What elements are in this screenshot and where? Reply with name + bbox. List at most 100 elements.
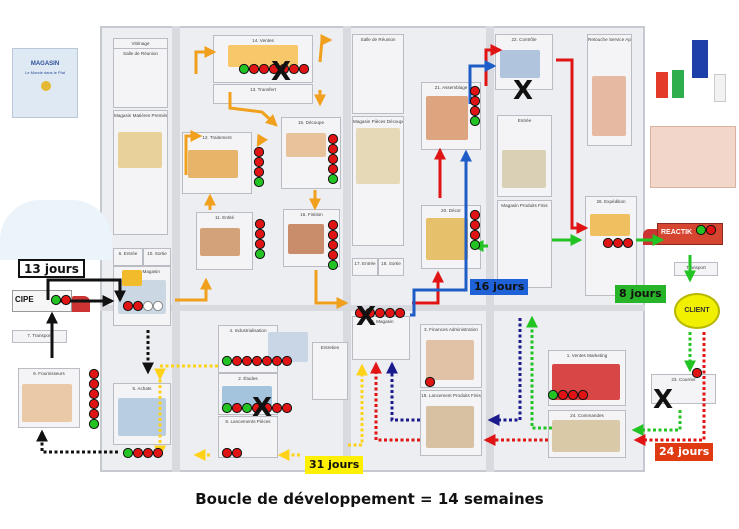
flow-arrow-orange: [175, 277, 212, 302]
room-label: 3. Finances Administration: [424, 327, 478, 332]
blocked-x-mark: X: [252, 393, 272, 423]
status-light: [254, 218, 266, 230]
status-light: [469, 105, 481, 117]
magasin-emblem: [41, 81, 51, 91]
flow-arrow-green-dotted: [631, 410, 682, 436]
room-r23: 18. Sortie: [378, 258, 404, 276]
flow-arrow-blue: [410, 149, 472, 317]
duration-tag-13: 13 jours: [18, 259, 85, 278]
room-label: 5. Achats: [132, 386, 152, 391]
status-light: [278, 63, 290, 75]
warehouse-scene: [502, 150, 546, 188]
status-light: [567, 389, 579, 401]
status-light: [695, 224, 707, 236]
supplier-scene: [22, 384, 72, 422]
status-light: [705, 224, 717, 236]
status-light: [424, 376, 436, 388]
reactik-label: REACTIK: [661, 229, 693, 236]
status-light: [238, 63, 250, 75]
status-light: [327, 229, 339, 241]
room-label: 20. Décor: [441, 208, 461, 213]
flow-arrow-red: [556, 58, 589, 234]
status-light: [327, 259, 339, 271]
status-light: [288, 63, 300, 75]
flow-arrow-red-dotted: [370, 361, 420, 442]
sales-scene: [228, 45, 298, 67]
status-light: [577, 389, 589, 401]
room-label: Magasin Pièces Découpées: [353, 119, 403, 124]
status-light: [88, 418, 100, 430]
duration-tag-31: 31 jours: [305, 456, 364, 474]
room-label: 6. Entrée: [118, 251, 138, 256]
room-r24: 19. Magasin: [352, 316, 410, 360]
flow-arrow-orange: [194, 46, 217, 74]
forklift-scene: [122, 270, 142, 286]
launch-scene: [426, 406, 474, 448]
status-light: [469, 209, 481, 221]
treatment-scene: [188, 150, 238, 178]
status-light: [241, 402, 253, 414]
status-light: [88, 408, 100, 420]
flow-arrow-navy-dotted: [386, 361, 420, 422]
blocked-x-mark: X: [653, 385, 673, 415]
status-light: [261, 355, 273, 367]
raw-stock-scene: [118, 132, 162, 168]
status-light: [327, 239, 339, 251]
status-light: [271, 355, 283, 367]
status-light: [50, 294, 62, 306]
flow-arrow-black-dotted: [36, 429, 118, 454]
cutting-scene: [286, 133, 326, 157]
finance-scene: [426, 340, 474, 380]
room-label: 11. Entité: [214, 215, 235, 220]
magasin-logo-panel: MAGASIN Le Monde dans le Plat: [12, 48, 78, 118]
eu-flag-icon: [692, 40, 708, 78]
finish-scene: [288, 224, 324, 254]
status-light: [384, 307, 396, 319]
flow-arrow-orange: [256, 133, 268, 148]
duration-tag-24: 24 jours: [655, 443, 714, 461]
study-scene: [222, 386, 272, 406]
status-light: [88, 398, 100, 410]
room-r29: Entretien: [312, 342, 348, 400]
building-wall: [100, 305, 645, 311]
status-light: [221, 447, 233, 459]
building-wall: [486, 26, 494, 472]
room-label: 13. Transfert: [250, 87, 276, 92]
room-r19: 6. Entrée: [113, 248, 143, 266]
magasin-tagline: Le Monde dans le Plat: [25, 70, 65, 75]
status-light: [142, 447, 154, 459]
decor-scene: [426, 218, 468, 260]
status-light: [281, 402, 293, 414]
flag-icon: [656, 72, 668, 98]
room-label: 23. Courrier: [671, 377, 696, 382]
flow-arrow-red: [412, 270, 444, 305]
status-light: [364, 307, 376, 319]
status-light: [327, 163, 339, 175]
room-label: 18. Lancement Produits Finis: [421, 393, 481, 398]
status-light: [241, 355, 253, 367]
building-wall: [343, 26, 351, 472]
status-light: [469, 239, 481, 251]
customer-building: [650, 126, 736, 188]
status-light: [231, 447, 243, 459]
status-light: [327, 133, 339, 145]
flag-icon: [672, 70, 684, 98]
status-light: [231, 355, 243, 367]
room-label: Transport: [686, 265, 706, 270]
flow-arrow-black: [46, 278, 126, 303]
status-light: [258, 63, 270, 75]
status-light: [132, 447, 144, 459]
status-light: [221, 355, 233, 367]
outdoor-hills-left: [0, 200, 112, 260]
blocked-x-mark: X: [513, 76, 533, 106]
status-light: [327, 219, 339, 231]
flag-icon: [714, 74, 726, 102]
status-light: [251, 402, 263, 414]
status-light: [231, 402, 243, 414]
status-light: [268, 63, 280, 75]
status-light: [253, 166, 265, 178]
entity-scene: [200, 228, 240, 256]
flow-arrow-yellow-dotted: [348, 363, 368, 447]
status-light: [88, 378, 100, 390]
status-light: [354, 307, 366, 319]
